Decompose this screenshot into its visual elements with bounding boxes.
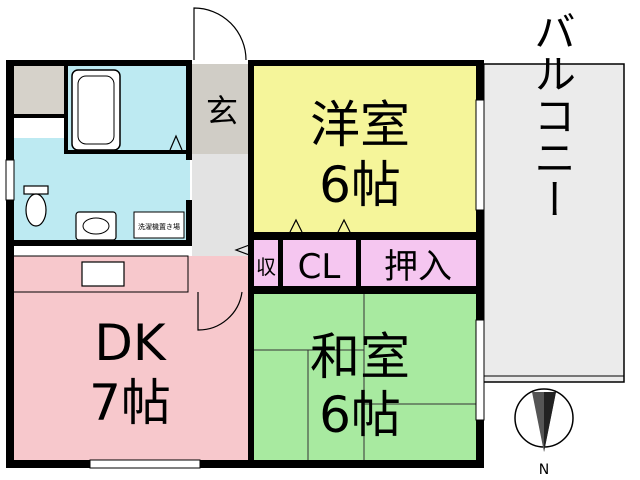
balcony-area xyxy=(477,63,625,383)
bathtub xyxy=(71,69,121,151)
tatami-lines xyxy=(254,294,478,460)
toilet-tank xyxy=(23,185,49,195)
walls xyxy=(6,60,484,468)
north-compass-icon xyxy=(514,388,574,452)
japanese-room-area xyxy=(254,294,478,460)
entrance-label: 玄 xyxy=(206,92,238,130)
western-room-name: 洋室 xyxy=(310,96,410,154)
japanese-room-name: 和室 xyxy=(310,328,410,386)
compass-north-label: N xyxy=(539,462,549,478)
washer-space-label: 洗濯機置き場 xyxy=(138,222,180,231)
window-marks xyxy=(5,99,485,469)
toilet-bowl xyxy=(25,193,47,227)
dk-size: 7帖 xyxy=(89,374,171,432)
storage-label: 収 xyxy=(256,255,276,279)
oshiire-label: 押入 xyxy=(384,247,452,287)
storage-small-area xyxy=(254,240,280,286)
storage-topleft xyxy=(12,64,66,116)
japanese-room-size: 6帖 xyxy=(319,386,401,444)
oshiire-area xyxy=(360,240,478,286)
dk-name: DK xyxy=(94,314,167,372)
washer-space-box xyxy=(133,211,185,239)
closet-label: CL xyxy=(298,247,341,287)
kitchen-sink xyxy=(81,261,125,287)
balcony-label: バルコニー xyxy=(528,10,577,220)
wash-basin xyxy=(75,211,117,241)
closet-area xyxy=(282,240,358,286)
western-room-area xyxy=(254,64,478,240)
entrance-area xyxy=(192,64,252,154)
western-room-size: 6帖 xyxy=(319,156,401,214)
door-swings xyxy=(169,7,351,331)
